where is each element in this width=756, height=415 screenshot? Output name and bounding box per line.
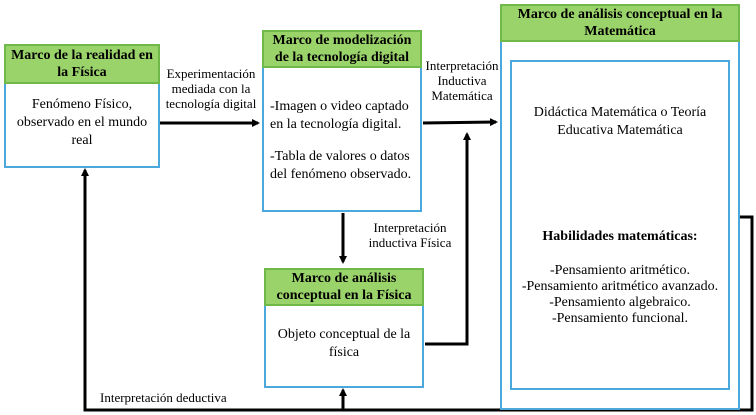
physics-analysis-title: Marco de análisis conceptual en la Físic… bbox=[276, 271, 412, 303]
math-analysis-title: Marco de análisis conceptual en la Matem… bbox=[517, 7, 723, 39]
arrow-modeling-to-math bbox=[422, 118, 498, 127]
math-skills-title: Habilidades matemáticas: bbox=[542, 229, 698, 244]
label-inductive-physics: Interpretación inductiva Física bbox=[368, 220, 452, 250]
arrow-physics-to-math bbox=[425, 132, 471, 346]
math-analysis-inner-box bbox=[510, 60, 730, 390]
reality-frame-header: Marco de la realidad en la Física bbox=[4, 44, 160, 84]
label-inductive-math: Interpretación Inductiva Matemática bbox=[425, 58, 499, 103]
math-skill-3: -Pensamiento algebraico. bbox=[549, 295, 691, 310]
math-analysis-header: Marco de análisis conceptual en la Matem… bbox=[500, 4, 740, 42]
label-experimentation: Experimentación mediada con la tecnologí… bbox=[165, 66, 257, 111]
reality-frame-body: Fenómeno Físico, observado en el mundo r… bbox=[16, 97, 148, 148]
modeling-frame-header: Marco de modelización de la tecnología d… bbox=[262, 30, 422, 68]
physics-analysis-body: Objeto conceptual de la física bbox=[277, 327, 411, 360]
arrow-math-deductive-loop bbox=[81, 168, 754, 412]
modeling-frame-body-1: -Imagen o video captado en la tecnología… bbox=[270, 99, 409, 132]
modeling-frame-title: Marco de modelización de la tecnología d… bbox=[272, 33, 412, 65]
math-skill-4: -Pensamiento funcional. bbox=[551, 311, 689, 326]
math-skill-1: -Pensamiento aritmético. bbox=[550, 263, 690, 278]
math-skill-2: -Pensamiento aritmético avanzado. bbox=[521, 279, 719, 294]
physics-analysis-header: Marco de análisis conceptual en la Físic… bbox=[264, 268, 424, 306]
label-deductive: Interpretación deductiva bbox=[100, 390, 227, 405]
math-analysis-intro: Didáctica Matemática o Teoría Educativa … bbox=[533, 105, 707, 138]
modeling-frame-body-2: -Tabla de valores o datos del fenómeno o… bbox=[270, 149, 412, 182]
reality-frame-title: Marco de la realidad en la Física bbox=[11, 48, 153, 80]
